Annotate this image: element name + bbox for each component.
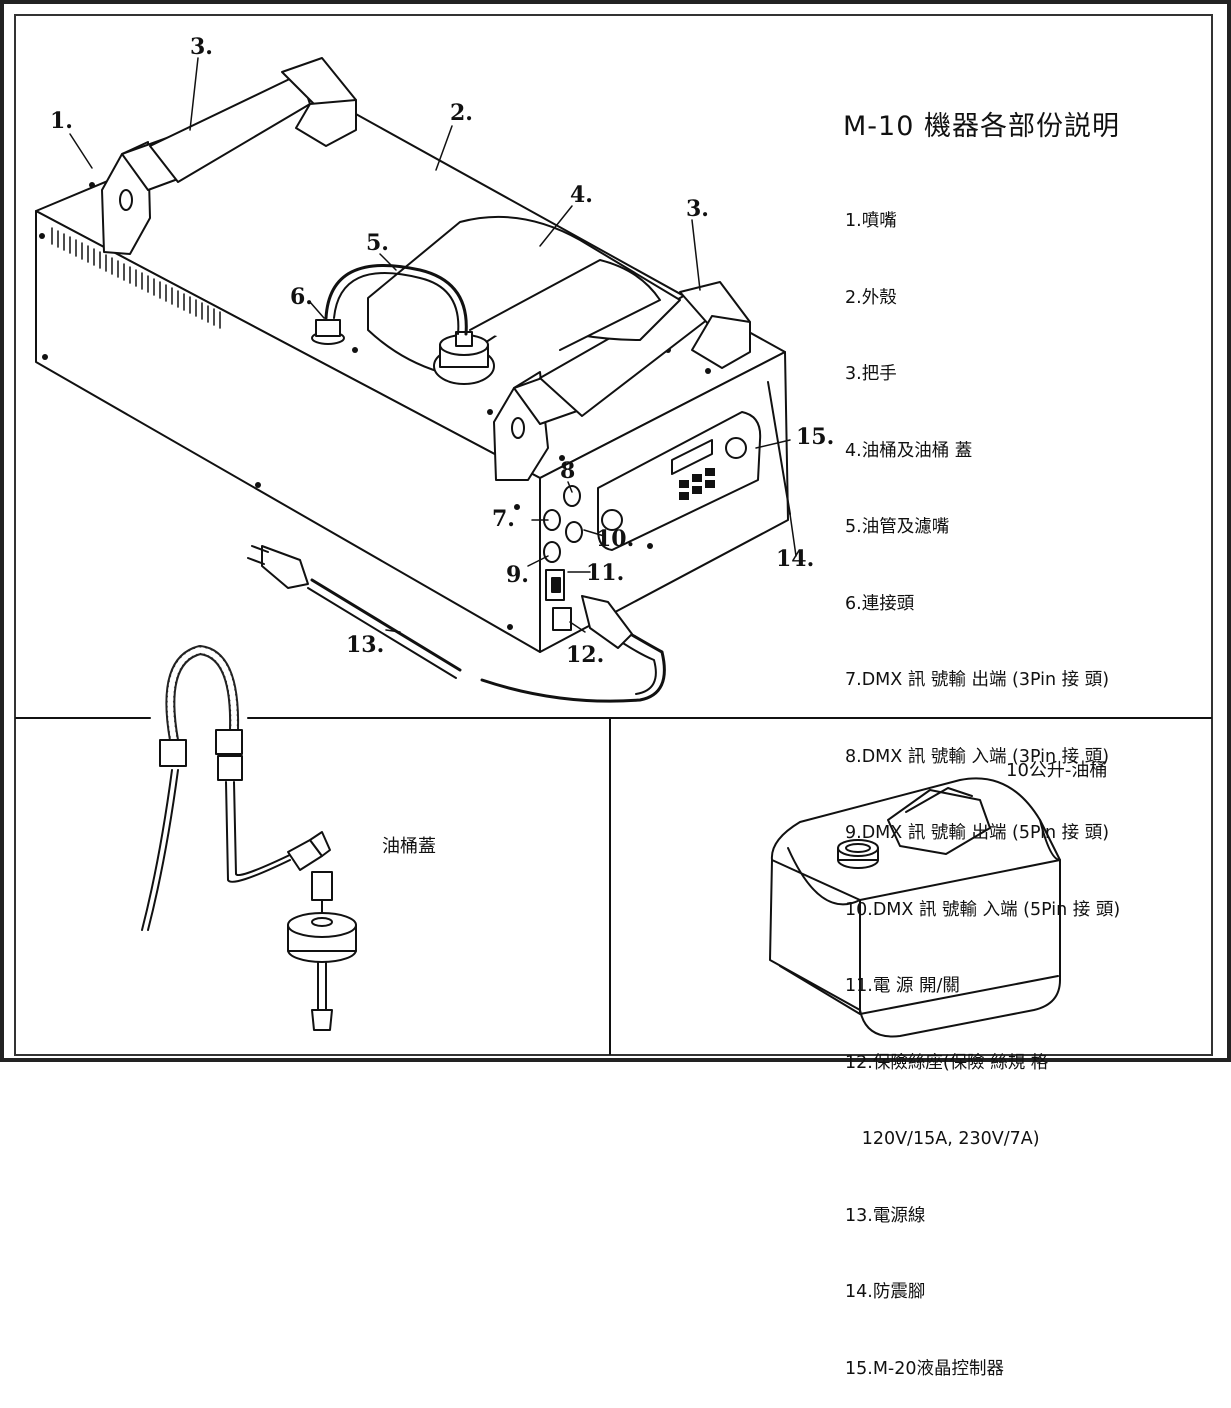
callout-1: 1. (50, 108, 73, 134)
oil-tube-inner (333, 272, 460, 335)
control-panel (597, 411, 762, 551)
cord-strain-relief (581, 595, 633, 649)
part-item: 12.保險絲座(保險 絲規 格 (845, 1052, 1049, 1073)
part-item: 1.噴嘴 (845, 211, 897, 231)
callout-3-right: 3. (686, 196, 709, 222)
part-item: 11.電 源 開/關 (845, 976, 960, 996)
callout-8: 8 (560, 458, 576, 484)
tank-caption: 10公升-油桶 (1006, 760, 1108, 781)
part-item: 6.連接頭 (845, 593, 915, 614)
part-item: 7.DMX 訊 號輸 出端 (3Pin 接 頭) (845, 670, 1110, 690)
callout-11: 11. (586, 560, 625, 586)
handle-left (101, 57, 357, 255)
part-item: 8.DMX 訊 號輸 入端 (3Pin 接 頭) (845, 746, 1110, 767)
callout-7: 7. (492, 506, 515, 532)
outer-frame (0, 0, 1231, 1062)
tank-cap-illustration (141, 645, 357, 1031)
callout-15: 15. (796, 424, 835, 450)
part-item: 120V/15A, 230V/7A) (845, 1129, 1040, 1149)
callout-5: 5. (366, 230, 389, 256)
oil-tube (324, 264, 468, 336)
vent-slots (51, 227, 221, 329)
inner-frame (14, 14, 1213, 1056)
part-item: 5.油管及濾嘴 (845, 517, 950, 537)
power-cord (480, 608, 666, 703)
callout-6: 6. (290, 284, 313, 310)
part-item: 2.外殼 (845, 287, 897, 308)
part-item: 10.DMX 訊 號輸 入端 (5Pin 接 頭) (845, 899, 1121, 920)
callout-lines (69, 57, 797, 633)
part-item: 4.油桶及油桶 蓋 (845, 440, 973, 461)
part-item: 13.電源線 (845, 1205, 926, 1226)
callout-13: 13. (346, 632, 385, 658)
part-item: 9.DMX 訊 號輸 出端 (5Pin 接 頭) (845, 823, 1110, 843)
part-item: 15.M-20液晶控制器 (845, 1358, 1005, 1379)
tank-top (367, 215, 681, 385)
callout-3-left: 3. (190, 34, 213, 60)
front-connectors (543, 485, 583, 631)
parts-list: 1.噴嘴 2.外殼 3.把手 4.油桶及油桶 蓋 5.油管及濾嘴 6.連接頭 7… (845, 158, 1120, 1408)
callout-2: 2. (450, 100, 473, 126)
page-title: M-10 機器各部份説明 (843, 111, 1120, 142)
plug (247, 545, 309, 589)
shock-foot-line (767, 381, 791, 515)
connector (311, 319, 345, 345)
handle-right (493, 281, 751, 481)
callout-10: 10. (596, 526, 635, 552)
part-item: 14.防震腳 (845, 1282, 926, 1302)
callout-4: 4. (570, 182, 593, 208)
callout-12: 12. (566, 642, 605, 668)
machine-illustration (35, 57, 791, 703)
diagram-drawing (15, 57, 1212, 1055)
tank-cap-caption: 油桶蓋 (382, 836, 436, 857)
callout-9: 9. (506, 562, 529, 588)
part-item: 3.把手 (845, 364, 897, 384)
callout-14: 14. (776, 546, 815, 572)
jerrycan-illustration (769, 777, 1061, 1038)
